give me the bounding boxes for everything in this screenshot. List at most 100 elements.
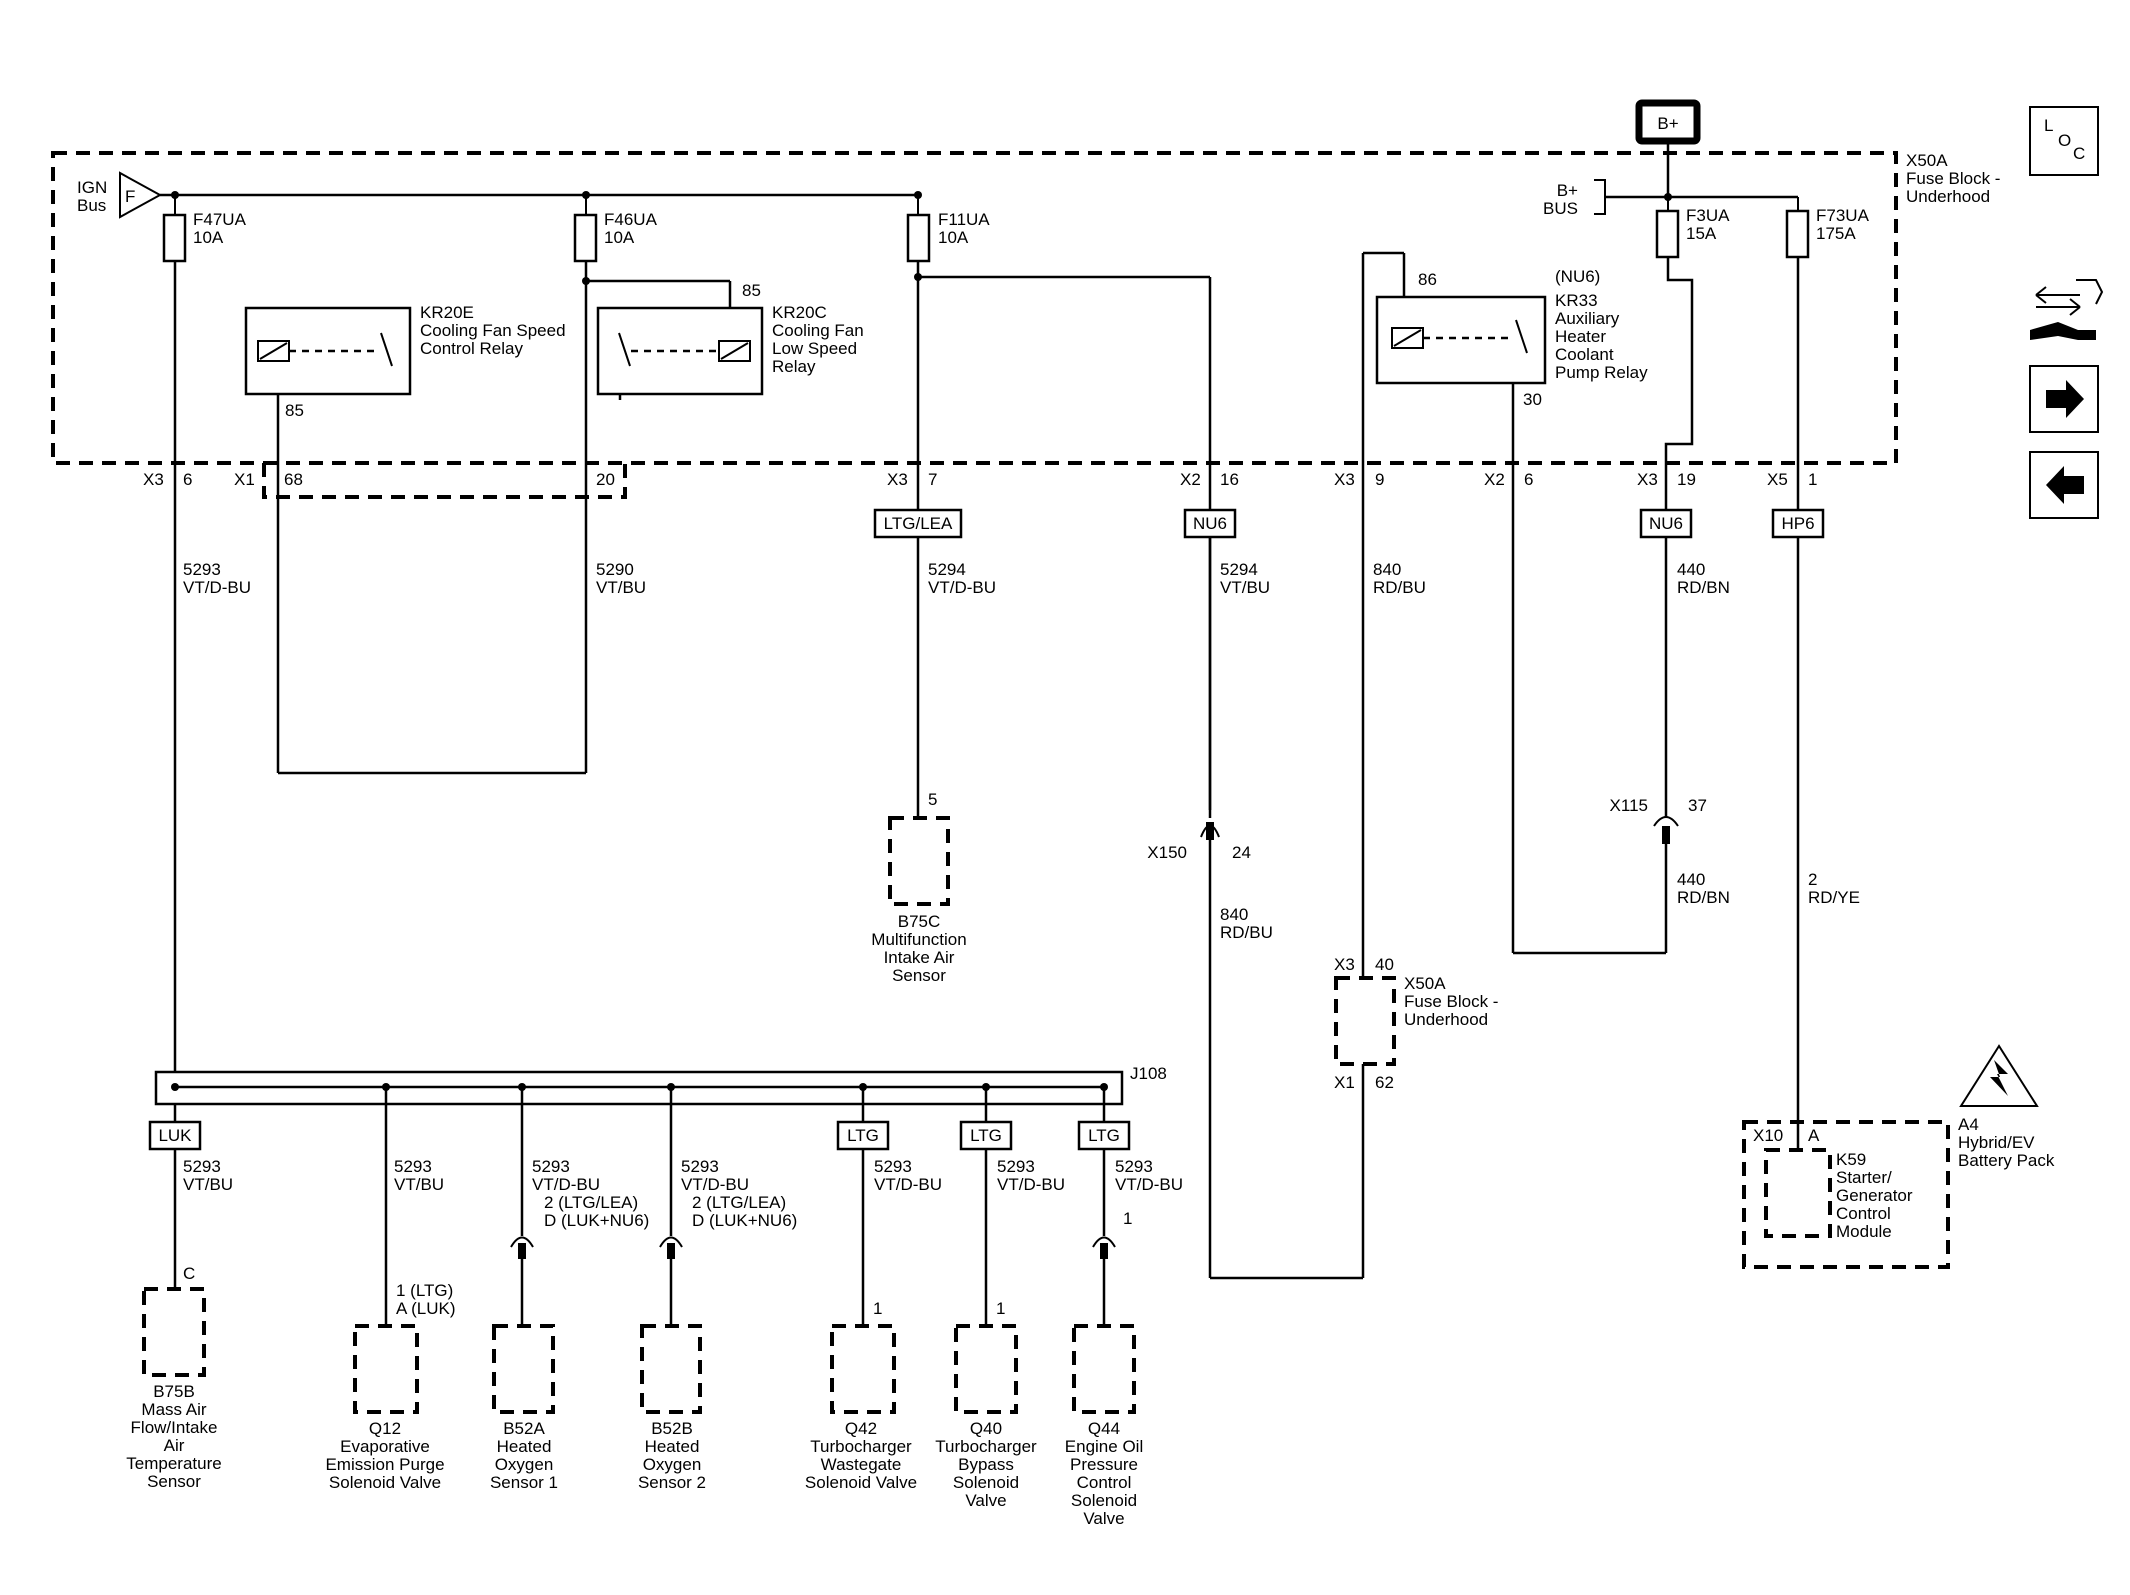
ign-bus-label-2: Bus bbox=[77, 196, 106, 215]
bplus-bus-label-1: B+ bbox=[1557, 181, 1578, 200]
svg-text:RD/BU: RD/BU bbox=[1373, 578, 1426, 597]
wire-5294-a: 5294 bbox=[928, 560, 966, 579]
next-page-button[interactable] bbox=[2029, 365, 2099, 433]
svg-text:Fuse Block -: Fuse Block - bbox=[1404, 992, 1498, 1011]
conn-x2-6: X2 bbox=[1484, 470, 1505, 489]
svg-text:2 (LTG/LEA): 2 (LTG/LEA) bbox=[692, 1193, 786, 1212]
svg-text:2 (LTG/LEA): 2 (LTG/LEA) bbox=[544, 1193, 638, 1212]
b75c-id: B75C bbox=[898, 912, 941, 931]
svg-text:19: 19 bbox=[1677, 470, 1696, 489]
option-tag-nu6-b: NU6 bbox=[1639, 508, 1693, 539]
svg-text:L: L bbox=[2044, 116, 2053, 135]
svg-text:Generator: Generator bbox=[1836, 1186, 1913, 1205]
kr33-pin-86: 86 bbox=[1418, 270, 1437, 289]
q12-valve bbox=[353, 1324, 419, 1414]
svg-text:9: 9 bbox=[1375, 470, 1384, 489]
locator-button[interactable]: L O C bbox=[2029, 106, 2099, 176]
svg-text:F47UA: F47UA bbox=[193, 210, 247, 229]
q40-id: Q40 bbox=[970, 1419, 1002, 1438]
svg-text:RD/BN: RD/BN bbox=[1677, 578, 1730, 597]
svg-text:A: A bbox=[1808, 1126, 1820, 1145]
svg-text:Sensor 1: Sensor 1 bbox=[490, 1473, 558, 1492]
x50a-lower-id: X50A bbox=[1404, 974, 1446, 993]
svg-text:Heated: Heated bbox=[497, 1437, 552, 1456]
x115-pin: 37 bbox=[1688, 796, 1707, 815]
a4-id: A4 bbox=[1958, 1115, 1979, 1134]
svg-text:C: C bbox=[2073, 144, 2085, 163]
svg-text:Intake Air: Intake Air bbox=[884, 948, 955, 967]
x150-pin: 24 bbox=[1232, 843, 1251, 862]
svg-text:Evaporative: Evaporative bbox=[340, 1437, 430, 1456]
q44-id: Q44 bbox=[1088, 1419, 1120, 1438]
arrow-right-icon bbox=[2046, 380, 2084, 418]
svg-text:Wastegate: Wastegate bbox=[821, 1455, 902, 1474]
svg-text:7: 7 bbox=[928, 470, 937, 489]
svg-text:Control: Control bbox=[1836, 1204, 1891, 1223]
q12-pin-1: 1 (LTG) bbox=[396, 1281, 453, 1300]
bplus-bus-label-2: BUS bbox=[1543, 199, 1578, 218]
svg-text:LTG: LTG bbox=[1088, 1126, 1120, 1145]
ign-bus-flag-letter: F bbox=[125, 187, 135, 206]
wire-840-b: 840 bbox=[1220, 905, 1248, 924]
svg-text:Solenoid Valve: Solenoid Valve bbox=[805, 1473, 917, 1492]
k59-id: K59 bbox=[1836, 1150, 1866, 1169]
kr33-option: (NU6) bbox=[1555, 267, 1600, 286]
arrow-left-icon bbox=[2046, 466, 2084, 504]
svg-text:VT/BU: VT/BU bbox=[596, 578, 646, 597]
kr20e-desc-2: Control Relay bbox=[420, 339, 523, 358]
option-tag-ltg-lea: LTG/LEA bbox=[873, 508, 963, 539]
svg-text:RD/BN: RD/BN bbox=[1677, 888, 1730, 907]
kr20c-desc-3: Relay bbox=[772, 357, 816, 376]
option-tag-luk: LUK bbox=[148, 1120, 202, 1151]
svg-text:Solenoid: Solenoid bbox=[953, 1473, 1019, 1492]
svg-text:Oxygen: Oxygen bbox=[495, 1455, 554, 1474]
wire-5290: 5290 bbox=[596, 560, 634, 579]
svg-text:VT/BU: VT/BU bbox=[394, 1175, 444, 1194]
b52b-inline-connector bbox=[659, 1236, 683, 1248]
svg-text:LTG/LEA: LTG/LEA bbox=[884, 514, 953, 533]
b75b-pin: C bbox=[183, 1264, 195, 1283]
svg-text:F11UA: F11UA bbox=[938, 210, 990, 229]
svg-text:LUK: LUK bbox=[158, 1126, 192, 1145]
q12-pin-2: A (LUK) bbox=[396, 1299, 456, 1318]
svg-text:15A: 15A bbox=[1686, 224, 1717, 243]
svg-text:175A: 175A bbox=[1816, 224, 1856, 243]
svg-text:D (LUK+NU6): D (LUK+NU6) bbox=[544, 1211, 649, 1230]
fuse-block-outline bbox=[51, 151, 1898, 465]
q40-valve bbox=[954, 1324, 1018, 1414]
b52a-sensor bbox=[492, 1324, 555, 1414]
ign-bus-flag bbox=[119, 171, 163, 219]
svg-text:Heated: Heated bbox=[645, 1437, 700, 1456]
svg-text:X3: X3 bbox=[1334, 955, 1355, 974]
svg-text:Air: Air bbox=[164, 1436, 185, 1455]
wire-5293-a: 5293 bbox=[183, 560, 221, 579]
svg-text:10A: 10A bbox=[938, 228, 969, 247]
svg-text:16: 16 bbox=[1220, 470, 1239, 489]
q42-id: Q42 bbox=[845, 1419, 877, 1438]
wire-q44-circuit: 5293 bbox=[1115, 1157, 1153, 1176]
svg-text:Sensor: Sensor bbox=[892, 966, 946, 985]
connector-end-view-icon[interactable] bbox=[2030, 279, 2104, 340]
svg-text:Sensor: Sensor bbox=[147, 1472, 201, 1491]
b75c-pin: 5 bbox=[928, 790, 937, 809]
conn-20: 20 bbox=[596, 470, 615, 489]
kr20e-desc-1: Cooling Fan Speed bbox=[420, 321, 566, 340]
bplus-label: B+ bbox=[1657, 114, 1678, 133]
svg-text:X10: X10 bbox=[1753, 1126, 1783, 1145]
svg-text:Oxygen: Oxygen bbox=[643, 1455, 702, 1474]
x115-inline-connector bbox=[1653, 816, 1679, 827]
conn-x3-9: X3 bbox=[1334, 470, 1355, 489]
kr20c-id: KR20C bbox=[772, 303, 827, 322]
svg-text:VT/D-BU: VT/D-BU bbox=[928, 578, 996, 597]
conn-x2-16: X2 bbox=[1180, 470, 1201, 489]
svg-text:Bypass: Bypass bbox=[958, 1455, 1014, 1474]
svg-text:10A: 10A bbox=[193, 228, 224, 247]
b52b-sensor bbox=[640, 1324, 702, 1414]
q44-inline-connector bbox=[1092, 1236, 1116, 1248]
kr33-desc-4: Pump Relay bbox=[1555, 363, 1648, 382]
svg-text:Module: Module bbox=[1836, 1222, 1892, 1241]
x150-id: X150 bbox=[1147, 843, 1187, 862]
previous-page-button[interactable] bbox=[2029, 451, 2099, 519]
svg-text:VT/D-BU: VT/D-BU bbox=[997, 1175, 1065, 1194]
